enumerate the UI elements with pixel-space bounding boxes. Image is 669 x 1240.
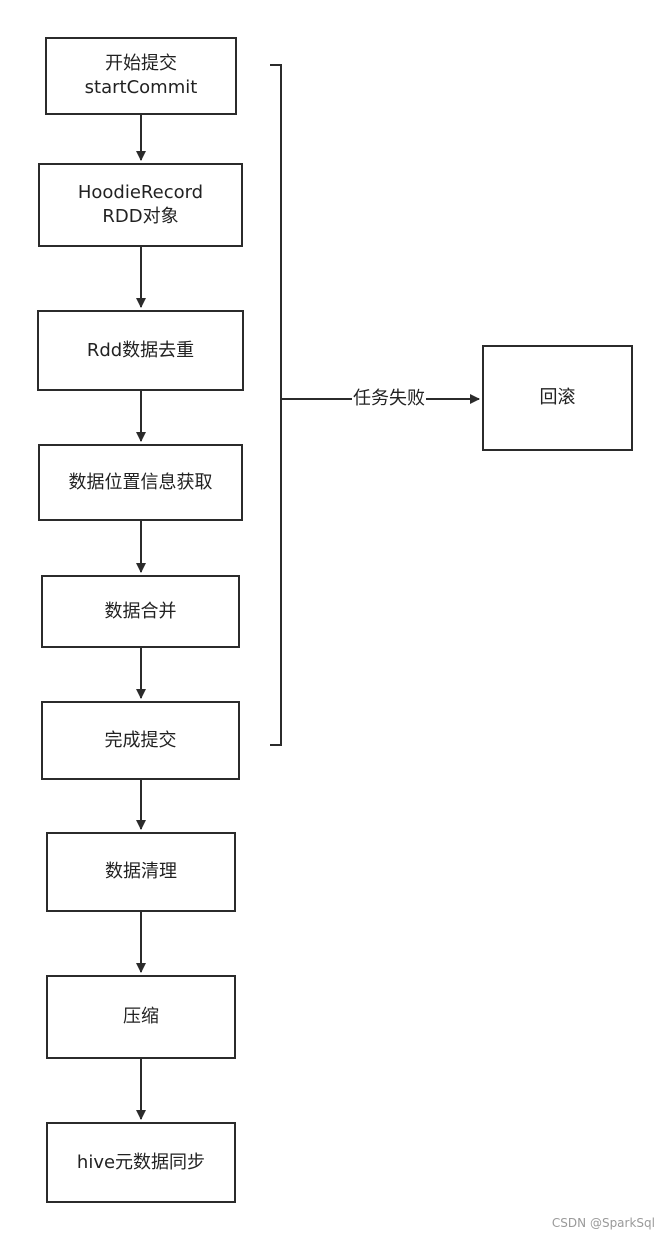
node-hoodie-record-label-line1: HoodieRecord xyxy=(77,182,204,203)
node-data-cleanup: 数据清理 xyxy=(46,832,236,912)
node-start-commit: 开始提交 startCommit xyxy=(45,37,237,115)
node-rollback-label: 回滚 xyxy=(539,387,576,408)
node-data-cleanup-label: 数据清理 xyxy=(105,861,177,882)
node-location-fetch-label: 数据位置信息获取 xyxy=(68,471,213,493)
node-hive-sync: hive元数据同步 xyxy=(46,1122,236,1203)
node-hive-sync-label: hive元数据同步 xyxy=(76,1151,206,1173)
node-compaction: 压缩 xyxy=(46,975,236,1059)
node-data-merge: 数据合并 xyxy=(41,575,240,648)
edge-label-task-failure: 任务失败 xyxy=(352,388,426,410)
node-hoodie-record: HoodieRecord RDD对象 xyxy=(38,163,243,247)
watermark: CSDN @SparkSql xyxy=(551,1216,655,1230)
node-rdd-dedup: Rdd数据去重 xyxy=(37,310,244,391)
failure-bracket xyxy=(270,64,282,746)
node-rdd-dedup-label: Rdd数据去重 xyxy=(86,339,195,361)
node-data-merge-label: 数据合并 xyxy=(104,600,177,622)
node-start-commit-label-line1: 开始提交 xyxy=(105,53,177,74)
node-start-commit-label-line2: startCommit xyxy=(84,77,198,98)
node-complete-commit: 完成提交 xyxy=(41,701,240,780)
node-location-fetch: 数据位置信息获取 xyxy=(38,444,243,521)
node-hoodie-record-label-line2: RDD对象 xyxy=(102,206,179,227)
node-compaction-label: 压缩 xyxy=(123,1006,159,1027)
node-complete-commit-label: 完成提交 xyxy=(104,729,177,751)
node-rollback: 回滚 xyxy=(482,345,633,451)
